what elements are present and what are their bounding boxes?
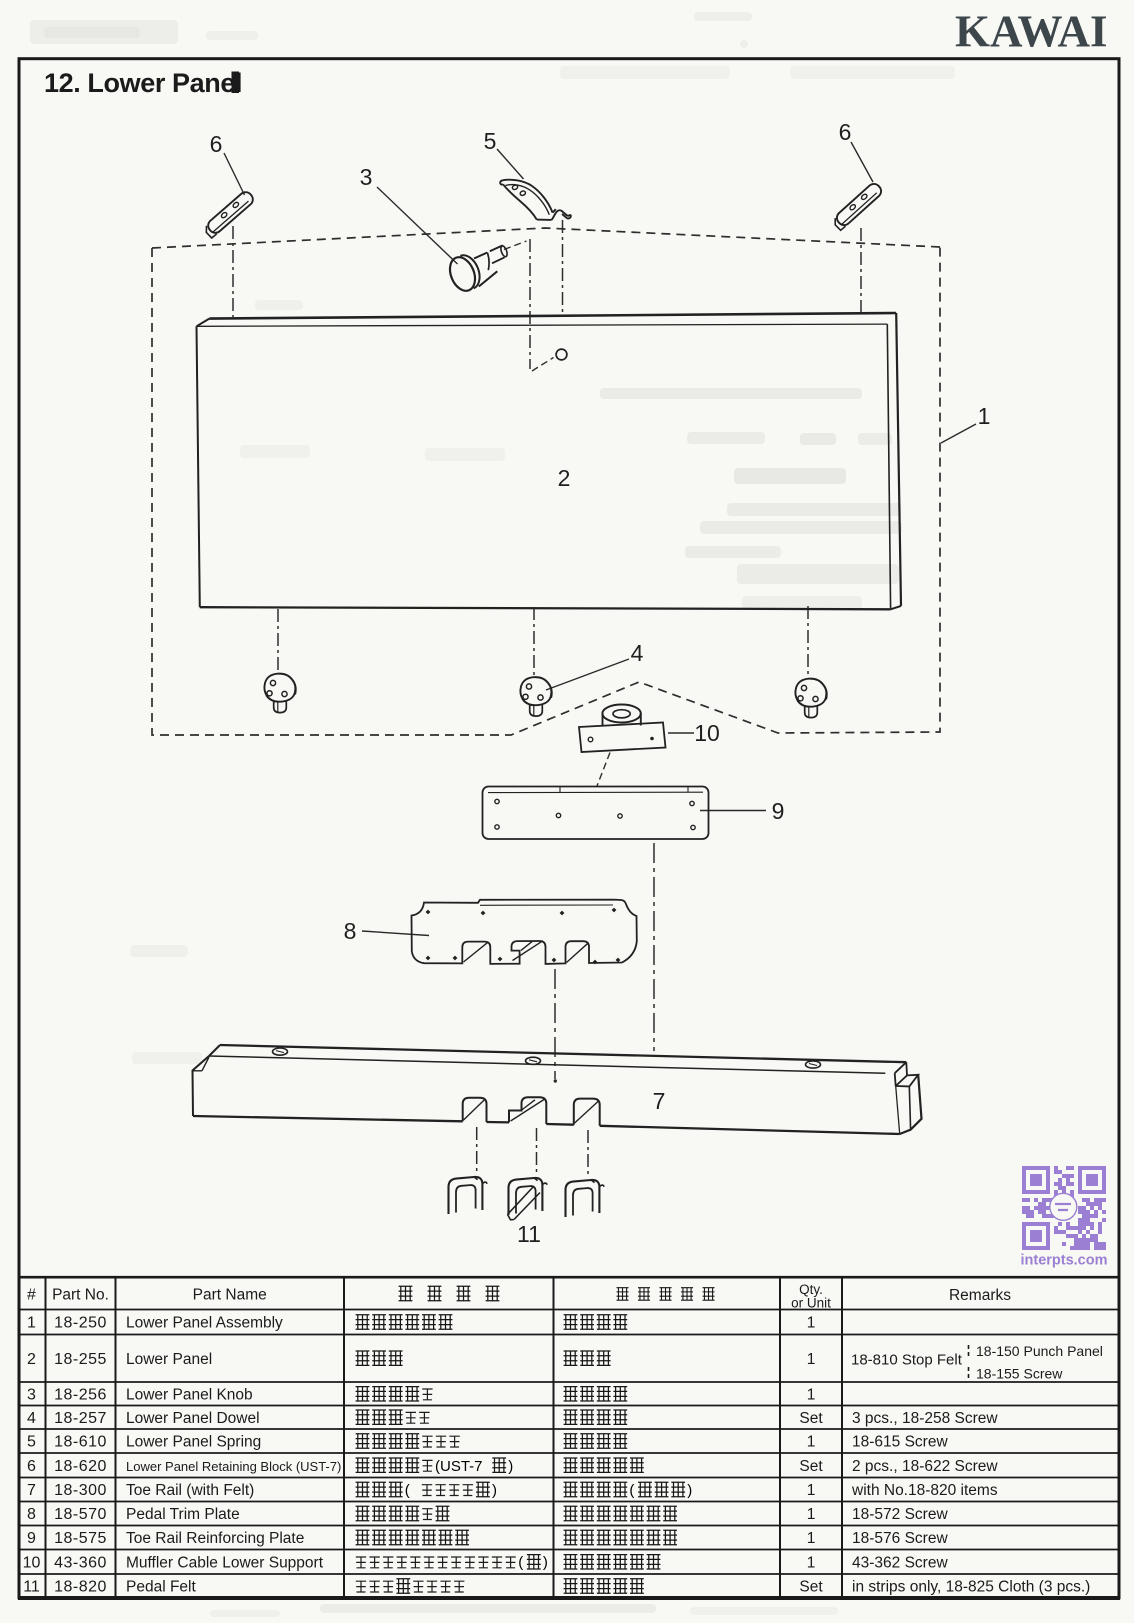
svg-text:11: 11: [23, 1579, 40, 1596]
svg-text:(: (: [405, 1482, 410, 1499]
svg-text:1: 1: [807, 1506, 816, 1523]
svg-text:3: 3: [27, 1387, 36, 1404]
svg-text:2 pcs., 18-622 Screw: 2 pcs., 18-622 Screw: [852, 1458, 998, 1475]
svg-text:Lower Panel Assembly: Lower Panel Assembly: [126, 1315, 283, 1332]
svg-text:(: (: [629, 1482, 634, 1499]
svg-text:18-576 Screw: 18-576 Screw: [852, 1530, 948, 1547]
svg-text:18-620: 18-620: [54, 1458, 107, 1475]
svg-text:with No.18-820 items: with No.18-820 items: [851, 1482, 998, 1499]
svg-text:18-255: 18-255: [54, 1351, 107, 1368]
svg-text:18-820: 18-820: [54, 1579, 107, 1596]
svg-text:(: (: [518, 1554, 523, 1571]
svg-text:1: 1: [807, 1482, 816, 1499]
svg-text:Lower Panel Retaining Block (U: Lower Panel Retaining Block (UST-7): [126, 1459, 341, 1474]
svg-text:18-250: 18-250: [54, 1315, 107, 1332]
svg-text:KAWAI: KAWAI: [955, 7, 1108, 57]
svg-text:2: 2: [27, 1351, 36, 1368]
svg-text:Toe Rail (with Felt): Toe Rail (with Felt): [126, 1482, 254, 1499]
svg-text:1: 1: [807, 1434, 816, 1451]
svg-text:12. Lower Panel: 12. Lower Panel: [44, 68, 242, 98]
svg-text:6: 6: [839, 119, 852, 145]
svg-text:or Unit: or Unit: [791, 1296, 831, 1311]
svg-text:Lower Panel Knob: Lower Panel Knob: [126, 1387, 253, 1404]
svg-text:in strips only, 18-825 Cloth (: in strips only, 18-825 Cloth (3 pcs.): [852, 1579, 1090, 1596]
svg-text:interpts.com: interpts.com: [1020, 1253, 1107, 1269]
svg-text:7: 7: [27, 1482, 36, 1499]
svg-text:8: 8: [27, 1506, 36, 1523]
svg-text:Lower Panel Dowel: Lower Panel Dowel: [126, 1410, 260, 1427]
svg-text:1: 1: [807, 1351, 816, 1368]
svg-text:3: 3: [360, 164, 373, 190]
svg-text:43-360: 43-360: [54, 1555, 107, 1572]
svg-text:2: 2: [558, 465, 571, 491]
svg-text:18-572 Screw: 18-572 Screw: [852, 1506, 948, 1523]
svg-text:18-150 Punch Panel: 18-150 Punch Panel: [976, 1343, 1103, 1359]
svg-text:1: 1: [807, 1387, 816, 1404]
svg-text:18-155 Screw: 18-155 Screw: [976, 1366, 1063, 1382]
svg-text:Lower Panel: Lower Panel: [126, 1351, 212, 1368]
svg-text:#: #: [27, 1287, 36, 1304]
svg-text:18-256: 18-256: [54, 1387, 107, 1404]
svg-text:1: 1: [807, 1530, 816, 1547]
svg-text:Qty.: Qty.: [799, 1282, 823, 1297]
svg-text:18-610: 18-610: [54, 1434, 107, 1451]
svg-text:Part Name: Part Name: [193, 1287, 267, 1304]
svg-text:): ): [492, 1482, 497, 1499]
svg-text:10: 10: [694, 720, 720, 746]
svg-text:1: 1: [807, 1555, 816, 1572]
svg-text:1: 1: [978, 403, 991, 429]
svg-text:): ): [508, 1458, 513, 1475]
svg-text:Muffler Cable Lower Support: Muffler Cable Lower Support: [126, 1555, 324, 1572]
svg-text:18-615 Screw: 18-615 Screw: [852, 1434, 948, 1451]
svg-text:Toe Rail Reinforcing Plate: Toe Rail Reinforcing Plate: [126, 1530, 304, 1547]
svg-text:(UST-7: (UST-7: [435, 1458, 483, 1475]
svg-text:5: 5: [484, 128, 497, 154]
svg-text:4: 4: [27, 1410, 36, 1427]
svg-text:3 pcs., 18-258 Screw: 3 pcs., 18-258 Screw: [852, 1410, 998, 1427]
svg-text:7: 7: [653, 1088, 666, 1114]
svg-text:43-362 Screw: 43-362 Screw: [852, 1555, 948, 1572]
svg-text:9: 9: [772, 798, 785, 824]
svg-text:18-810 Stop Felt: 18-810 Stop Felt: [851, 1352, 963, 1369]
svg-text:5: 5: [27, 1434, 36, 1451]
svg-text:10: 10: [23, 1555, 41, 1572]
svg-text:11: 11: [517, 1221, 541, 1247]
svg-text:18-570: 18-570: [54, 1506, 107, 1523]
svg-text:Pedal Trim Plate: Pedal Trim Plate: [126, 1506, 240, 1523]
svg-text:Part No.: Part No.: [52, 1287, 109, 1304]
svg-text:18-575: 18-575: [54, 1530, 107, 1547]
svg-text:Set: Set: [799, 1458, 823, 1475]
svg-text:9: 9: [27, 1530, 36, 1547]
svg-text:8: 8: [344, 918, 357, 944]
svg-text:Set: Set: [799, 1410, 823, 1427]
svg-text:Lower Panel Spring: Lower Panel Spring: [126, 1434, 261, 1451]
svg-text:Pedal Felt: Pedal Felt: [126, 1579, 196, 1596]
svg-text:Set: Set: [799, 1579, 823, 1596]
svg-text:18-300: 18-300: [54, 1482, 107, 1499]
svg-text:4: 4: [631, 640, 644, 666]
svg-text:6: 6: [27, 1458, 36, 1475]
svg-text:): ): [543, 1554, 548, 1571]
svg-text:6: 6: [210, 131, 223, 157]
svg-text:18-257: 18-257: [54, 1410, 107, 1427]
svg-text:Remarks: Remarks: [949, 1287, 1011, 1304]
svg-text:1: 1: [27, 1315, 36, 1332]
svg-text:): ): [687, 1482, 692, 1499]
svg-text:1: 1: [807, 1315, 816, 1332]
